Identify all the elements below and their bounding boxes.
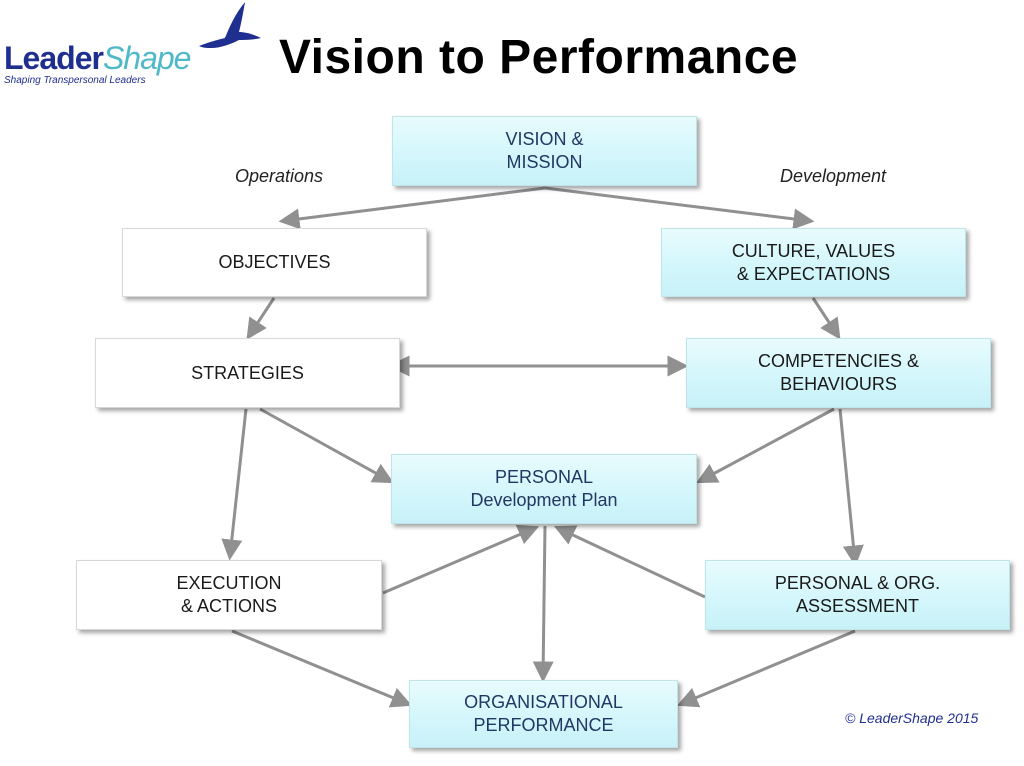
arrow-objectives-strategies: [246, 297, 276, 340]
personal-development-plan-box: PERSONAL Development Plan: [391, 454, 697, 524]
logo-wordmark: LeaderShape: [4, 40, 192, 76]
execution-actions-box: EXECUTION & ACTIONS: [76, 560, 382, 630]
page-title: Vision to Performance: [279, 31, 799, 84]
arrow-assessment-pdp: [553, 525, 706, 599]
arrow-execution-orgperf: [231, 629, 413, 708]
logo-leader: Leader: [4, 40, 104, 76]
arrow-strategies-execution: [221, 408, 248, 561]
strategies-box: STRATEGIES: [95, 338, 400, 408]
organisational-performance-box: ORGANISATIONAL PERFORMANCE: [409, 680, 678, 748]
logo-tagline: Shaping Transpersonal Leaders: [4, 75, 146, 86]
bird-icon: [199, 2, 261, 48]
arrow-competencies-pdp: [696, 407, 835, 484]
arrow-competencies-assessment: [838, 408, 864, 567]
competencies-box: COMPETENCIES & BEHAVIOURS: [686, 338, 991, 408]
logo-shape: Shape: [102, 40, 192, 76]
arrow-vision-culture: [544, 186, 815, 230]
arrow-vision-objectives: [278, 186, 546, 230]
objectives-box: OBJECTIVES: [122, 228, 427, 297]
arrow-strategies-pdp: [259, 407, 394, 484]
arrow-culture-competencies: [811, 297, 841, 340]
arrow-assessment-orgperf: [676, 629, 856, 708]
operations-label: Operations: [235, 166, 324, 186]
vision-mission-box: VISION & MISSION: [392, 116, 697, 186]
arrow-execution-pdp: [382, 524, 540, 595]
assessment-box: PERSONAL & ORG. ASSESSMENT: [705, 560, 1010, 630]
copyright-text: © LeaderShape 2015: [845, 710, 979, 726]
development-label: Development: [780, 166, 887, 186]
leadershape-logo: LeaderShape Shaping Transpersonal Leader…: [4, 40, 192, 86]
culture-values-box: CULTURE, VALUES & EXPECTATIONS: [661, 228, 966, 297]
arrow-pdp-orgperf: [532, 525, 554, 683]
